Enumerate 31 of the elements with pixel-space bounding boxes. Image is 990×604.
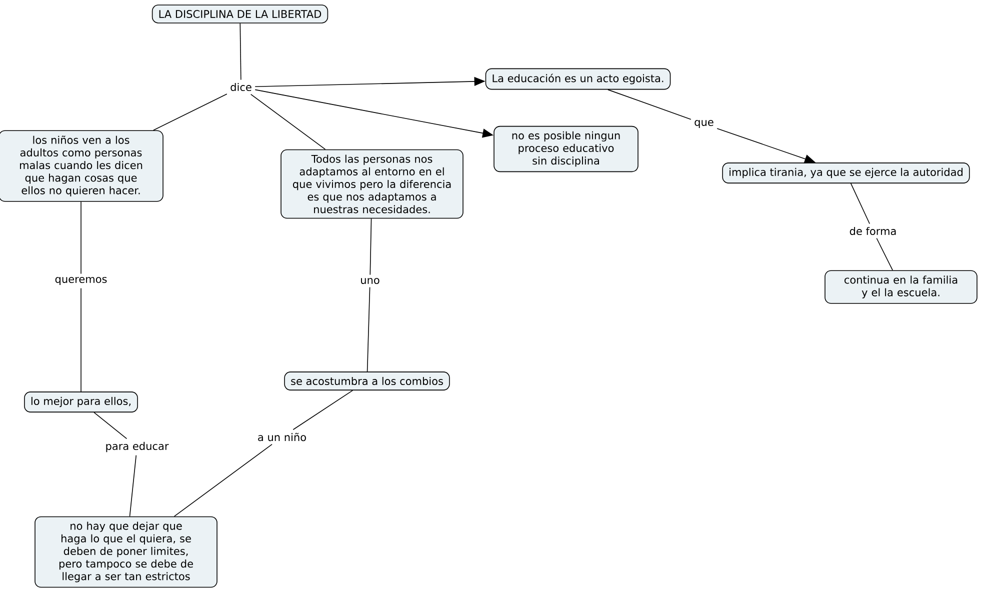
concept-box: Todos las personas nos adaptamos al entorno en el que vivimos pero la diferencia es que nos adaptamos a nuestras necesidades. bbox=[280, 149, 464, 219]
concept-box: La educación es un acto egoista. bbox=[485, 68, 671, 90]
concept-box: no hay que dejar que haga lo que el quiera, se deben de poner limites, pero tampoco se debe de llegar a ser tan estrictos bbox=[34, 516, 218, 588]
concept-box: lo mejor para ellos, bbox=[24, 392, 138, 412]
concept-box: continua en la familia y el la escuela. bbox=[824, 270, 978, 304]
linking-phrase: queremos bbox=[55, 276, 107, 286]
linking-phrase: uno bbox=[361, 278, 380, 284]
connector bbox=[174, 444, 272, 517]
connector bbox=[250, 94, 326, 150]
connector bbox=[80, 201, 82, 274]
linking-phrase: de forma bbox=[850, 226, 896, 236]
connector bbox=[370, 218, 372, 276]
connector bbox=[153, 94, 228, 131]
concept-box: no es posible ningun proceso educativo sin disciplina bbox=[494, 126, 638, 172]
connector bbox=[80, 288, 82, 392]
concept-box: LA DISCIPLINA DE LA LIBERTAD bbox=[152, 4, 328, 24]
concept-box: implica tirania, ya que se ejerce la autoridad bbox=[722, 162, 970, 184]
linking-phrase: para educar bbox=[106, 442, 169, 452]
linking-phrase: a un niño bbox=[258, 432, 306, 442]
linking-phrase: que bbox=[694, 120, 714, 128]
connector bbox=[608, 89, 692, 120]
connector bbox=[850, 183, 870, 224]
concept-box: se acostumbra a los combios bbox=[284, 372, 450, 390]
connector bbox=[240, 22, 242, 80]
concept-box: los niños ven a los adultos como personas malas cuando les dicen que hagan cosas que ellos no quieren hacer. bbox=[0, 130, 164, 202]
connector bbox=[366, 286, 370, 372]
linking-phrase: dice bbox=[230, 82, 252, 92]
connector bbox=[876, 238, 894, 271]
connector bbox=[94, 412, 128, 440]
connector bbox=[129, 454, 137, 517]
connector bbox=[292, 390, 354, 430]
